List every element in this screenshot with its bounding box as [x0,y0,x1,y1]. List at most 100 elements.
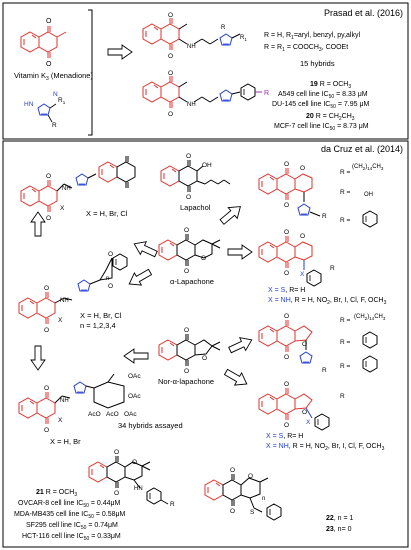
arrow-alpha-leftdown [125,265,154,291]
vitamin-label: Vitamin K3 (Menadione) [14,71,93,82]
phth-nh: NH [60,298,69,304]
hybrid2-nh: NH [187,102,196,108]
c21-o-ring: O [132,459,137,466]
bis-x: X [60,205,65,212]
triazole-hn: HN [24,101,34,108]
cmpd19-line: 19 R = OCH3 [310,81,351,90]
bis-o-top: O [46,173,51,180]
mda-line: MDA-MB435 cell line IC50 = 0.58μM [14,511,126,520]
c22-o-bottom: O [230,508,235,515]
menadione-o-bottom: O [46,61,52,68]
lapachol-o-top: O [186,153,191,160]
pa-o-bottom: O [284,270,289,277]
alpha-lapachone-structure [158,233,221,267]
glu-oac-1: OAc [128,373,141,380]
r-eq-5: R = [340,339,351,346]
glu-x: X [58,417,63,424]
pt-o-top: O [284,161,289,168]
pa-x: X [300,271,305,278]
mcf7-line: MCF-7 cell line IC50 = 8.73 μM [274,123,369,132]
top-hybrids-count: 15 hybrids [300,59,335,68]
phth-o-bottom: O [44,327,49,334]
down-arrow-left [30,345,46,371]
r2-oh: OH [364,192,373,198]
lapachol-structure [160,159,231,193]
fa-o-top: O [284,381,289,388]
c22-o-top: O [230,467,235,474]
xs-1: X = S, R= H [268,287,305,294]
hybrid2-o-bottom: O [168,111,173,118]
top-citation: Prasad et al. (2016) [324,8,403,18]
bis-nh: NH [62,186,71,192]
top-panel-frame [2,2,409,140]
prasad-hybrid-1 [142,17,241,51]
triazole-fragment [37,103,57,123]
pa-r: R [330,265,335,272]
alap-o-bottom: O [184,268,189,275]
phth-o-top: O [44,285,49,292]
nor-o-bottom: O [184,368,189,375]
glu-aco-1: AcO [88,411,101,418]
phth-n: n [106,276,109,282]
c21-hn: HN [134,486,143,492]
du145-line: DU-145 cell line IC50 = 7.95 μM [272,101,370,110]
fa-x: X [306,419,311,426]
chain-2: (CH2)14CH3 [354,314,386,321]
cyclohexyl-2 [362,355,378,373]
fa-o-ring: O [302,409,307,416]
hybrid1-o-top: O [168,12,173,19]
hybrid1-o-bottom: O [168,53,173,60]
menadione-o-top: O [46,18,52,25]
cyclohexyl-1 [362,210,378,228]
arrow-alpha-leftup [130,237,160,261]
phenyl-r [362,331,378,349]
pt-r: R [322,213,327,220]
pyran-triazole-hybrid [258,167,321,217]
a549-line: A549 cell line IC50 = 8.33 μM [278,91,368,100]
c22-n: n [262,496,265,502]
chain-1: (CH2)14CH3 [352,164,384,171]
arrow-alpha-right [227,244,253,260]
triazole-r: R [52,122,57,129]
arrow-nor-left [123,348,149,364]
top-r-line2: R = R1 = COOCH3, COOEt [264,44,348,53]
furan-aryl-hybrid [258,387,330,431]
pa-o-top: O [284,229,289,236]
cmpd21-structure [88,455,169,505]
nor-alpha-lapachone-structure [158,333,221,367]
furan-triazole-hybrid [258,319,313,364]
bis-naphthoquinone-hybrid [20,155,136,213]
hybrid1-r1: R1 [240,35,247,42]
arrow-to-lapachol [217,200,246,228]
cmpd23-line: 23, n= 0 [326,526,352,533]
bis-o-bottom: O [46,215,51,222]
triazole-n1: N [53,91,58,98]
pa-o-ring: O [300,233,305,240]
alpha-lapachone-label: α-Lapachone [170,277,214,286]
n-values: n = 1,2,3,4 [80,321,116,330]
triazole-r1: R1 [58,97,66,105]
phth-o-1: O [108,251,113,258]
r-eq-1: R = [340,169,351,176]
c21-o-top: O [114,449,119,456]
x-h-br: X = H, Br [50,437,81,446]
top-arrow [107,44,133,60]
pyran-aryl-hybrid [258,235,322,287]
cmpd22-23-structure [204,473,282,521]
nor-o-ring: O [202,355,207,362]
r-eq-3: R = [340,217,351,224]
bottom-panel-frame [2,140,409,548]
lapachol-o-bottom: O [186,194,191,201]
hybrid2-r: R [264,90,269,97]
alap-o-ring: O [201,255,206,262]
xnh-1: X = NH, R = H, NO2, Br, I, Cl, F, OCH3 [268,297,387,306]
phth-x: X [58,317,63,324]
top-r-line1: R = H, R1=aryl, benzyl, py,alkyl [264,32,360,41]
up-arrow-left [30,211,46,237]
alap-o-top: O [184,227,189,234]
hybrids-assayed: 34 hybrids assayed [118,421,183,430]
glu-aco-2: AcO [106,411,119,418]
c21-r: R [170,501,175,508]
nor-alpha-lapachone-label: Nor-α-lapachone [158,377,214,386]
